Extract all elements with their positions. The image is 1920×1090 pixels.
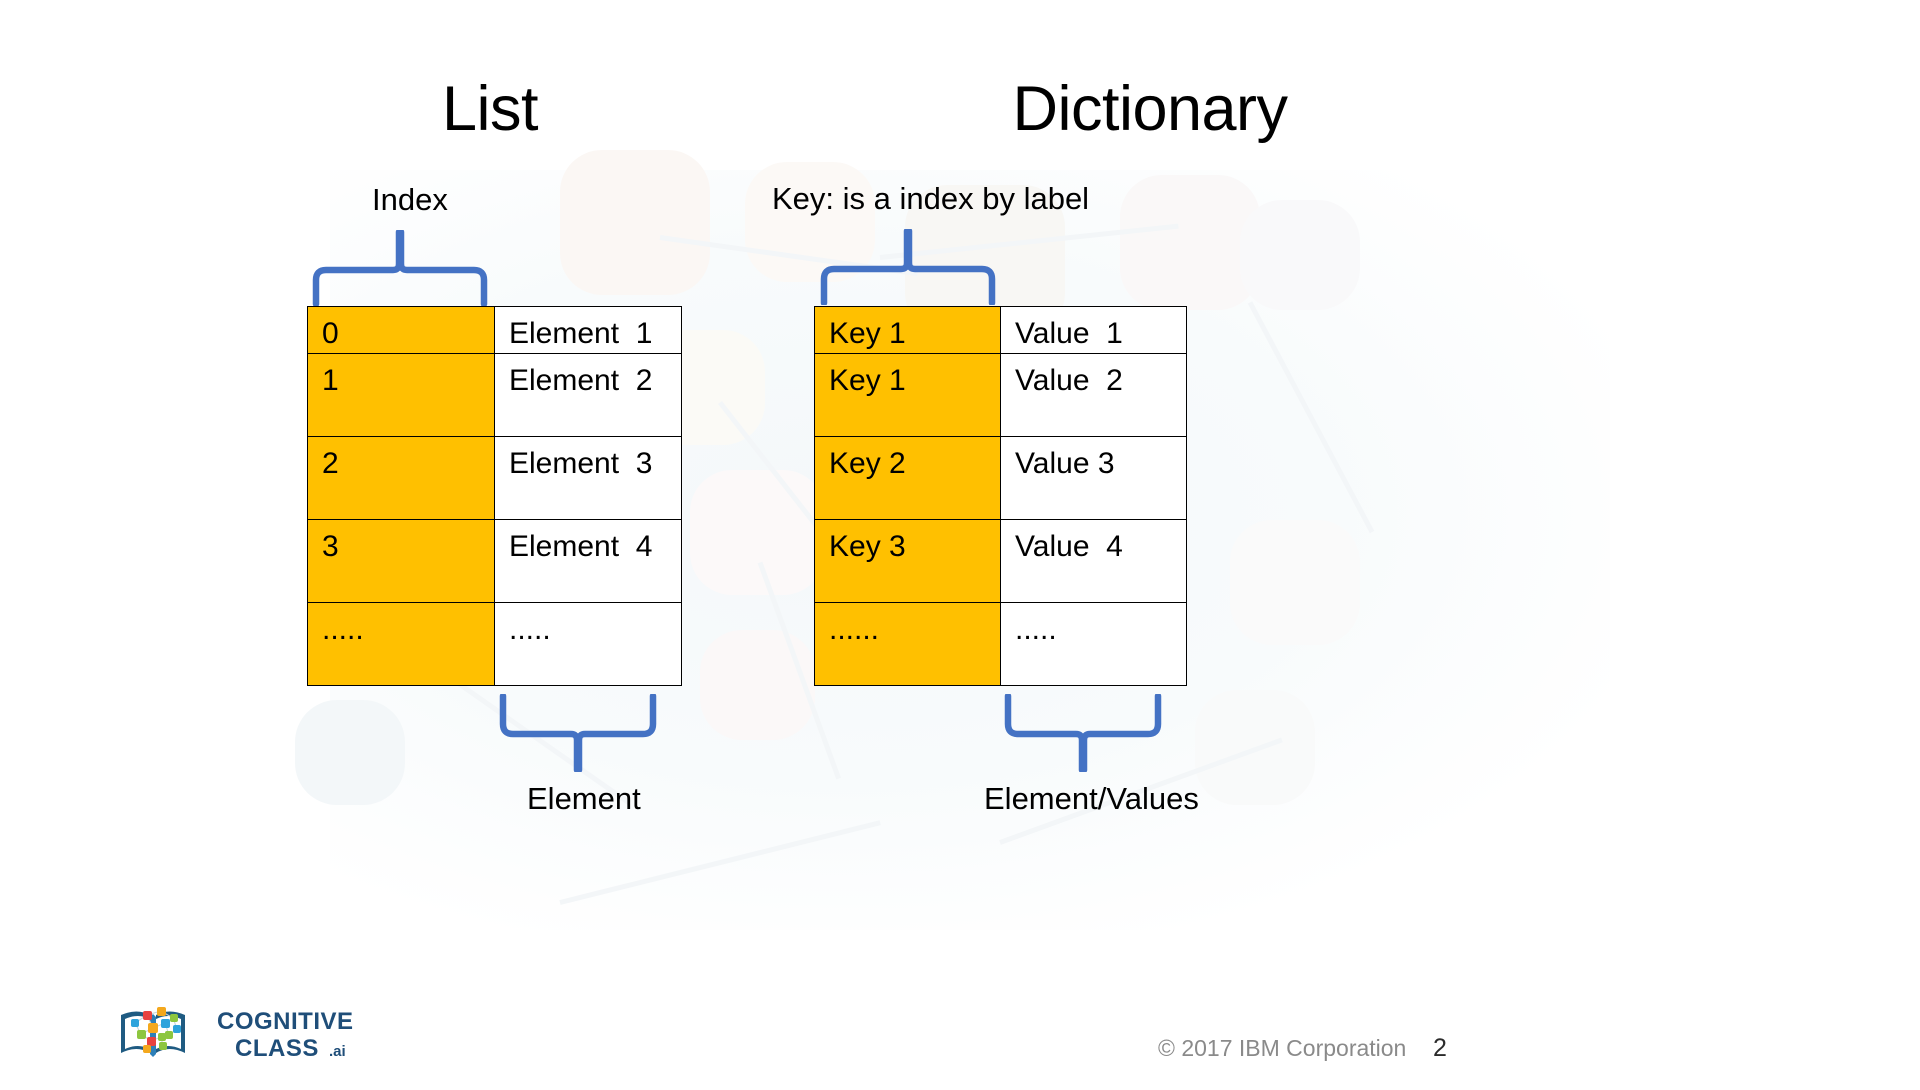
cell-text: ......	[829, 613, 880, 646]
network-nodes-icon	[131, 1007, 181, 1053]
cell-text: .....	[509, 613, 551, 646]
cell-index: 1	[307, 353, 495, 437]
table-dictionary: Key 1 Value 1 Key 1 Value 2 Key 2 Value …	[814, 306, 1187, 686]
brace-top-dictionary	[820, 229, 996, 305]
table-row[interactable]: Key 2 Value 3	[814, 436, 1187, 520]
footer-page-number: 2	[1433, 1034, 1447, 1062]
table-row[interactable]: 3 Element 4	[307, 519, 682, 603]
table-row[interactable]: Key 1 Value 2	[814, 353, 1187, 437]
cell-index: 3	[307, 519, 495, 603]
table-row[interactable]: 1 Element 2	[307, 353, 682, 437]
cell-text: Element 2	[509, 364, 653, 397]
cell-key: Key 1	[814, 306, 1001, 354]
table-row[interactable]: Key 1 Value 1	[814, 306, 1187, 354]
cell-value: Value 1	[1000, 306, 1187, 354]
panel-title-dictionary: Dictionary	[1012, 74, 1288, 144]
cell-text: 0	[322, 317, 339, 350]
cell-text: Value 4	[1015, 530, 1123, 563]
cell-text: Key 2	[829, 447, 906, 480]
cell-text: Key 1	[829, 317, 906, 350]
table-row[interactable]: ..... .....	[307, 602, 682, 686]
cell-index: 0	[307, 306, 495, 354]
table-row[interactable]: ...... .....	[814, 602, 1187, 686]
caption-key: Key: is a index by label	[772, 181, 1090, 216]
cell-text: Element 1	[509, 317, 653, 350]
cell-element: Element 4	[494, 519, 682, 603]
cell-key: Key 1	[814, 353, 1001, 437]
cell-text: Value 3	[1015, 447, 1115, 480]
cell-element: Element 3	[494, 436, 682, 520]
table-row[interactable]: 0 Element 1	[307, 306, 682, 354]
cell-value: Value 3	[1000, 436, 1187, 520]
cell-text: 1	[322, 364, 339, 397]
cell-value-ellipsis: .....	[1000, 602, 1187, 686]
cell-value: Value 4	[1000, 519, 1187, 603]
cell-text: .....	[322, 613, 364, 646]
footer-copyright: © 2017 IBM Corporation	[1158, 1035, 1407, 1061]
caption-element-values: Element/Values	[984, 781, 1199, 816]
caption-element: Element	[527, 781, 641, 816]
logo-wordmark-suffix: .ai	[329, 1043, 346, 1060]
cell-value: Value 2	[1000, 353, 1187, 437]
cell-text: Element 3	[509, 447, 653, 480]
cell-key: Key 2	[814, 436, 1001, 520]
table-list: 0 Element 1 1 Element 2 2 Element 3 3 El…	[307, 306, 682, 686]
cognitive-class-logo[interactable]: COGNITIVE CLASS .ai	[117, 1001, 367, 1063]
table-row[interactable]: 2 Element 3	[307, 436, 682, 520]
logo-wordmark-line1: COGNITIVE	[217, 1008, 354, 1035]
table-row[interactable]: Key 3 Value 4	[814, 519, 1187, 603]
cell-key: Key 3	[814, 519, 1001, 603]
panel-title-list: List	[441, 74, 539, 144]
cell-text: Value 2	[1015, 364, 1123, 397]
caption-index: Index	[372, 182, 448, 217]
brace-top-list	[312, 230, 488, 306]
cell-text: Key 1	[829, 364, 906, 397]
logo-wordmark-line2: CLASS	[235, 1035, 319, 1062]
cell-element: Element 2	[494, 353, 682, 437]
brace-bottom-dictionary	[1004, 694, 1162, 772]
cell-text: 3	[322, 530, 339, 563]
brace-bottom-list	[499, 694, 657, 772]
cell-text: Key 3	[829, 530, 906, 563]
cell-element: Element 1	[494, 306, 682, 354]
cell-text: Value 1	[1015, 317, 1123, 350]
cell-index: 2	[307, 436, 495, 520]
cell-text: 2	[322, 447, 339, 480]
cell-element-ellipsis: .....	[494, 602, 682, 686]
cell-key-ellipsis: ......	[814, 602, 1001, 686]
cell-text: Element 4	[509, 530, 653, 563]
cell-index-ellipsis: .....	[307, 602, 495, 686]
cell-text: .....	[1015, 613, 1057, 646]
